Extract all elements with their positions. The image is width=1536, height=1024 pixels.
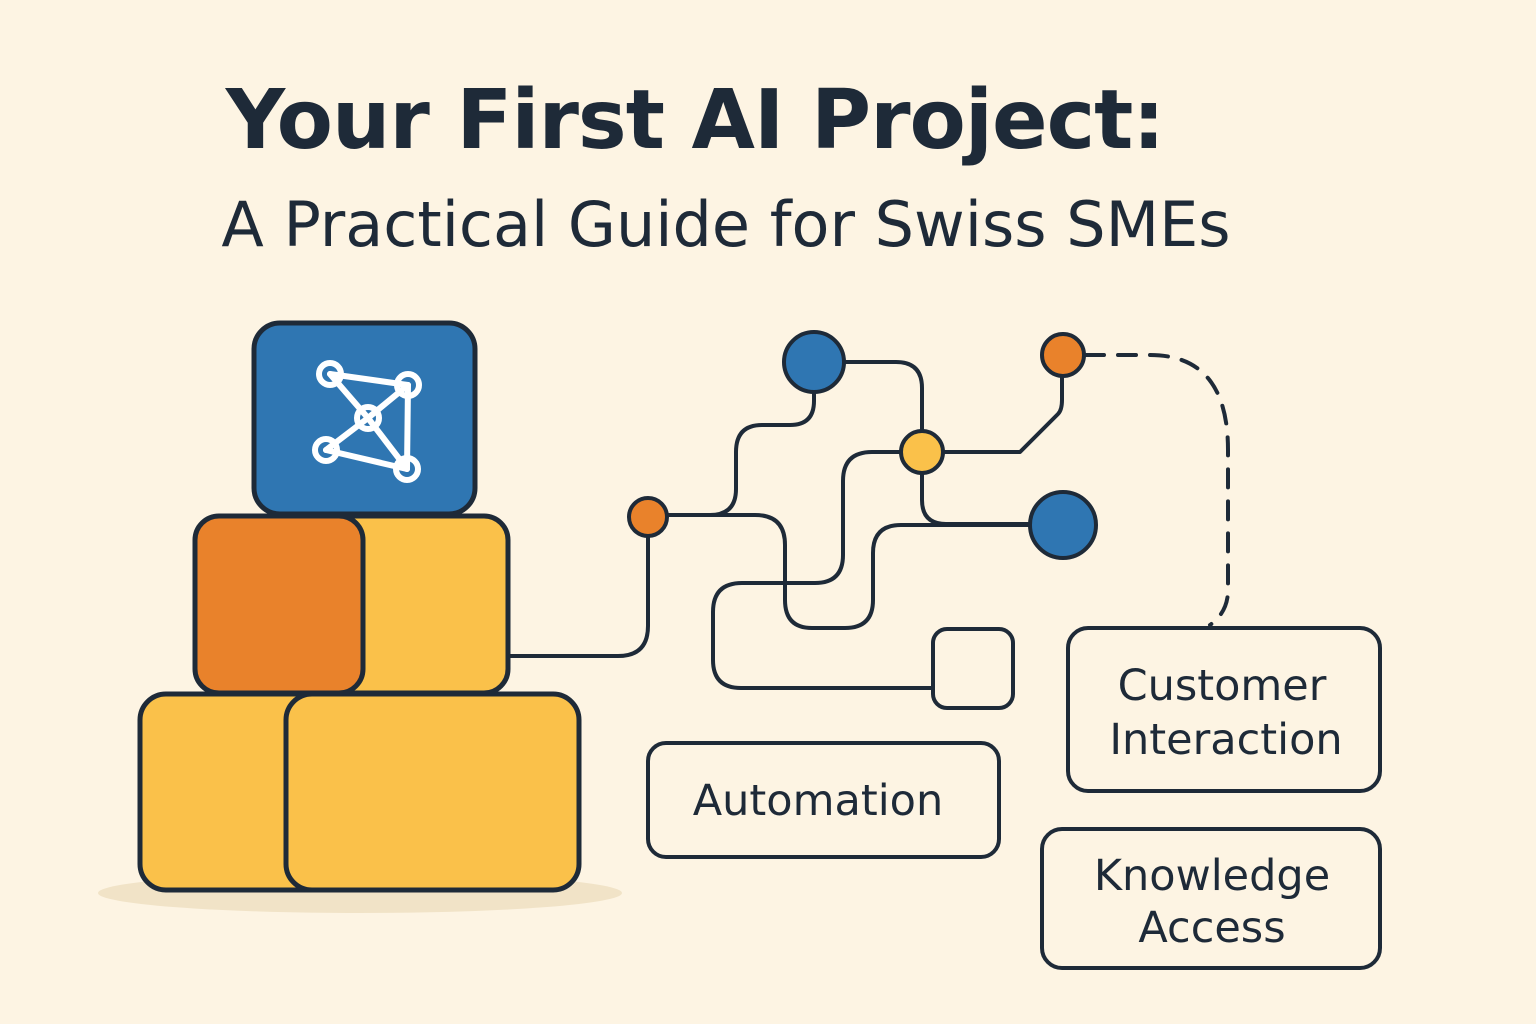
node-blue-top — [782, 330, 846, 394]
connector-lines — [506, 356, 1064, 690]
node-orange-top-right — [1040, 332, 1086, 378]
label-box-automation: Automation — [646, 741, 1001, 859]
label-access: Access — [1138, 903, 1285, 953]
label-knowledge: Knowledge — [1094, 851, 1330, 901]
block-bottom-right — [283, 691, 582, 893]
label-automation: Automation — [693, 776, 943, 826]
line-block-to-hub — [506, 516, 650, 658]
line-junction-drop — [920, 450, 1062, 526]
node-orange-hub — [627, 496, 669, 538]
node-blue-right — [1028, 490, 1098, 560]
empty-square-node — [931, 627, 1015, 710]
block-middle-orange — [192, 513, 366, 696]
line-junction-to-square — [711, 450, 936, 690]
node-yellow-junction — [899, 429, 945, 475]
label-box-customer-interaction: Customer Interaction — [1066, 626, 1382, 793]
page-subtitle: A Practical Guide for Swiss SMEs — [221, 188, 1231, 261]
line-top-node-to-junction — [812, 360, 924, 454]
dashed-connector — [1084, 353, 1230, 627]
line-hub-to-top-node — [646, 360, 816, 517]
label-customer: Customer — [1118, 661, 1327, 711]
line-junction-to-orange-node — [920, 356, 1064, 454]
label-box-knowledge-access: Knowledge Access — [1040, 827, 1382, 970]
label-interaction: Interaction — [1109, 715, 1342, 765]
page-title: Your First AI Project: — [225, 73, 1165, 168]
network-graph-icon — [312, 360, 422, 483]
line-hub-to-right-node — [646, 513, 1064, 630]
